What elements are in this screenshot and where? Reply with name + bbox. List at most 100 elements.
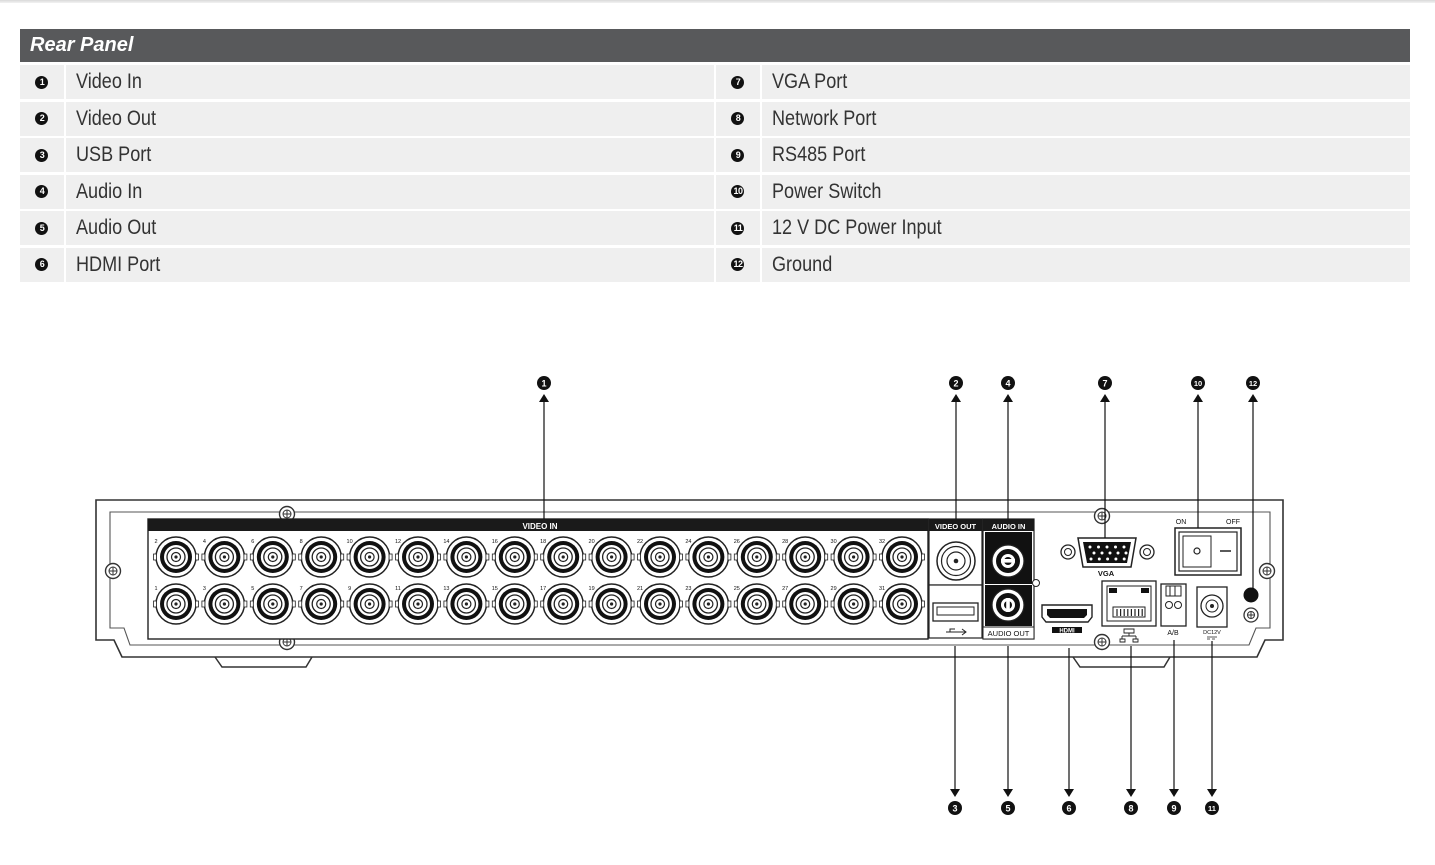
legend-number: 4 (35, 185, 49, 199)
bnc-connector-icon: 5 (249, 583, 296, 625)
rs485-port-icon: A/B (1160, 583, 1187, 637)
channel-number: 10 (347, 539, 353, 545)
channel-number: 11 (395, 586, 401, 592)
legend-number: 8 (731, 112, 745, 126)
bnc-connector-icon: 8 (298, 536, 345, 578)
callout-number: 9 (1171, 804, 1176, 814)
dc-power-input-icon: DC12V (1196, 586, 1228, 640)
callout-number: 8 (1128, 804, 1133, 814)
on-label: ON (1176, 519, 1187, 526)
vga-pin (1092, 551, 1096, 555)
usb-port-icon (932, 602, 979, 636)
bnc-connector-icon: 23 (685, 583, 732, 625)
callout-badge: 4 (1001, 376, 1015, 390)
callout-numbers: 1 2 4 7 10 12 3 5 6 8 9 11 (537, 376, 1260, 815)
audio-in-label: AUDIO IN (992, 522, 1026, 531)
top-rule (0, 0, 1435, 3)
vga-pin (1108, 551, 1112, 555)
channel-number: 21 (637, 586, 643, 592)
screw-icon (104, 562, 122, 580)
channel-number: 30 (831, 539, 837, 545)
callout-number: 3 (952, 804, 957, 814)
legend-row: 1 Video In 7 VGA Port (20, 65, 1410, 99)
vga-port-icon: VGA (1060, 537, 1155, 578)
legend-row: 6 HDMI Port 12 Ground (20, 247, 1410, 282)
legend-label: RS485 Port (771, 143, 866, 167)
callout-badge: 2 (949, 376, 963, 390)
channel-number: 15 (492, 586, 498, 592)
vga-pin (1105, 545, 1109, 549)
channel-number: 2 (154, 539, 157, 545)
audio-out-jack-icon (991, 588, 1025, 622)
callout-badge: 6 (1062, 801, 1076, 815)
callout-badge: 7 (1098, 376, 1112, 390)
channel-number: 29 (831, 586, 837, 592)
bnc-connector-icon: 16 (492, 536, 538, 578)
channel-number: 27 (782, 586, 788, 592)
device-feet (214, 656, 1171, 668)
legend-label: 12 V DC Power Input (771, 216, 942, 240)
screw-icon (1258, 562, 1276, 580)
channel-number: 26 (734, 539, 740, 545)
channel-number: 31 (879, 586, 885, 592)
legend-row: 5 Audio Out 11 12 V DC Power Input (20, 211, 1410, 246)
legend-row: 2 Video Out 8 Network Port (20, 101, 1410, 136)
bnc-connector-icon: 28 (782, 536, 829, 578)
legend-label: Video In (75, 70, 142, 93)
bnc-connector-icon: 11 (395, 583, 441, 625)
callout-number: 6 (1066, 804, 1071, 814)
bnc-connector-icon: 17 (540, 583, 587, 625)
channel-number: 25 (734, 586, 740, 592)
off-label: OFF (1226, 519, 1240, 526)
callout-number: 7 (1102, 379, 1107, 389)
legend-table: 1 Video In 7 VGA Port 2 Video Out 8 Netw… (20, 65, 1410, 285)
callout-number: 12 (1249, 379, 1257, 388)
channel-number: 22 (637, 539, 643, 545)
channel-number: 17 (540, 586, 546, 592)
bnc-connector-icon: 18 (540, 536, 587, 578)
dc-label: DC12V (1203, 630, 1221, 636)
legend-label: Video Out (75, 106, 156, 130)
channel-number: 1 (154, 586, 157, 592)
vga-pin (1106, 557, 1110, 561)
callout-badge: 11 (1205, 801, 1219, 815)
legend-row: 4 Audio In 10 Power Switch (20, 174, 1410, 209)
bnc-connector-icon: 12 (395, 536, 441, 578)
vga-pin (1116, 551, 1120, 555)
callout-number: 10 (1194, 379, 1202, 388)
ground-terminal-icon (1243, 587, 1259, 623)
legend-number: 2 (35, 112, 49, 126)
bnc-connector-icon: 32 (879, 536, 925, 578)
legend-label: Network Port (771, 106, 877, 130)
channel-number: 19 (589, 586, 595, 592)
channel-number: 24 (685, 539, 691, 545)
channel-number: 4 (203, 539, 206, 545)
callout-badge: 9 (1167, 801, 1181, 815)
vga-pin (1114, 545, 1117, 549)
bnc-connector-icon: 27 (782, 583, 829, 625)
callout-badge: 1 (537, 376, 551, 390)
bnc-connector-icon: 3 (201, 583, 248, 625)
screw-icon (1093, 507, 1111, 525)
legend-number: 3 (35, 148, 49, 162)
callout-lines (539, 394, 1258, 797)
power-switch-icon: ON OFF (1174, 519, 1242, 576)
channel-number: 13 (443, 586, 449, 592)
vga-pin (1097, 545, 1100, 549)
bnc-connector-icon: 19 (589, 583, 635, 625)
legend-number: 12 (731, 258, 745, 272)
vga-pin (1088, 545, 1092, 549)
audio-block: AUDIO IN AUDIO OUT (982, 518, 1040, 640)
bnc-connector-icon: 7 (298, 583, 345, 625)
legend-label: Audio In (75, 179, 143, 203)
vga-pin (1124, 551, 1128, 555)
channel-number: 3 (203, 586, 206, 592)
video-out-bnc-icon (936, 541, 976, 581)
bnc-connector-icon: 15 (492, 583, 538, 625)
bnc-connector-icon: 9 (346, 583, 393, 625)
channel-number: 5 (251, 586, 254, 592)
bnc-connector-icon: 10 (347, 536, 393, 578)
